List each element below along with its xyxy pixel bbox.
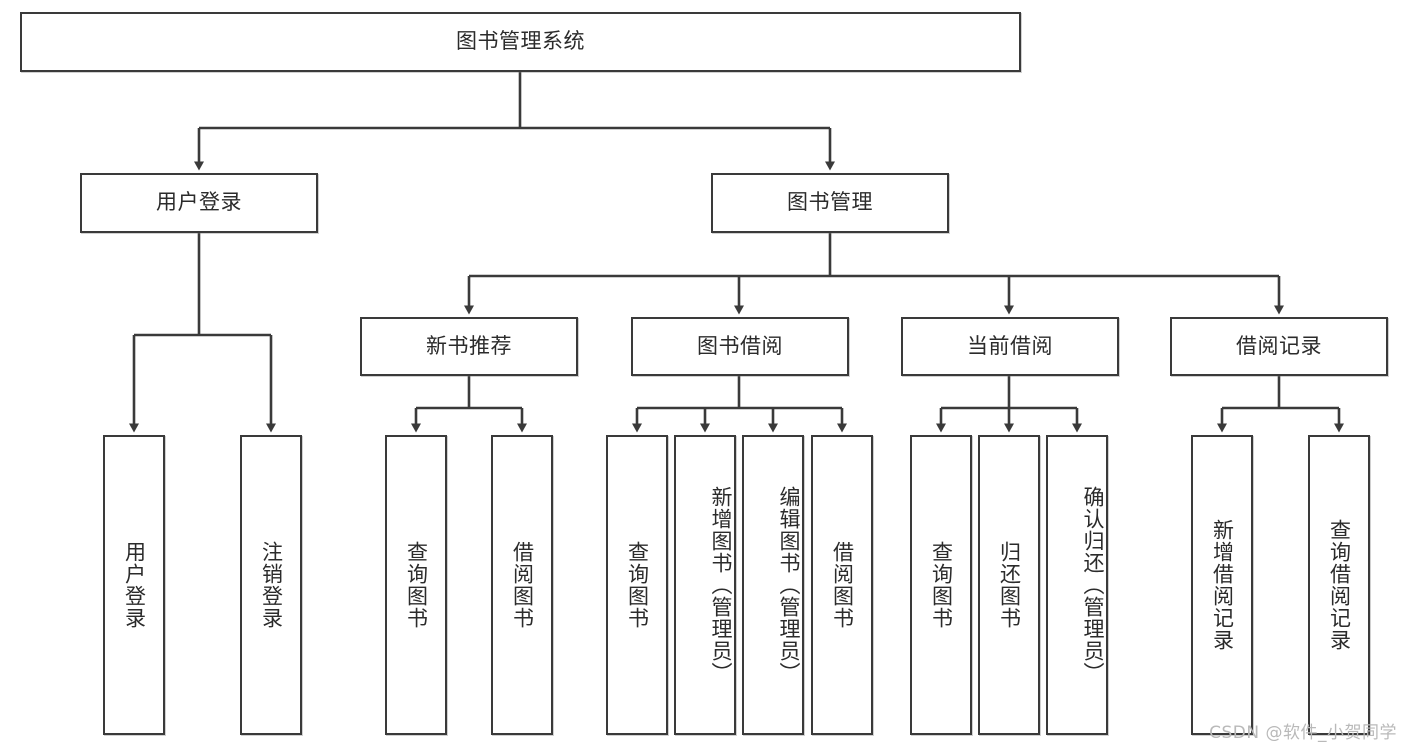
node-label: 归还图书 [997,541,1022,629]
node-book-borrow[interactable]: 图书借阅 [631,317,849,376]
node-new-book-recommend[interactable]: 新书推荐 [360,317,578,376]
csdn-watermark: CSDN @软件_小贺同学 [1209,723,1397,743]
leaf-edit-book-admin[interactable]: 编辑图书（管理员） [742,435,804,735]
leaf-borrow-book[interactable]: 借阅图书 [811,435,873,735]
leaf-query-book-borrow[interactable]: 查询图书 [606,435,668,735]
leaf-user-login[interactable]: 用户登录 [103,435,165,735]
node-label: 确认归还（管理员） [1081,486,1105,684]
leaf-query-book-recommend[interactable]: 查询图书 [385,435,447,735]
leaf-logout-login[interactable]: 注销登录 [240,435,302,735]
node-label: 查询图书 [625,541,650,629]
leaf-query-book-current[interactable]: 查询图书 [910,435,972,735]
node-label: 用户登录 [122,541,147,629]
node-current-borrow[interactable]: 当前借阅 [901,317,1119,376]
leaf-borrow-book-recommend[interactable]: 借阅图书 [491,435,553,735]
node-label: 图书管理系统 [456,29,585,54]
leaf-return-book[interactable]: 归还图书 [978,435,1040,735]
node-label: 借阅图书 [510,541,535,629]
node-label: 借阅记录 [1236,333,1322,358]
node-label: 图书借阅 [697,333,783,358]
node-root-system[interactable]: 图书管理系统 [20,12,1021,72]
node-label: 新书推荐 [426,333,512,358]
node-user-login[interactable]: 用户登录 [80,173,318,233]
node-label: 注销登录 [259,541,284,629]
node-label: 新增图书（管理员） [709,486,733,684]
node-label: 查询借阅记录 [1327,519,1352,651]
leaf-add-book-admin[interactable]: 新增图书（管理员） [674,435,736,735]
node-label: 图书管理 [787,190,873,215]
node-label: 编辑图书（管理员） [777,486,801,684]
leaf-query-borrow-record[interactable]: 查询借阅记录 [1308,435,1370,735]
leaf-confirm-return-admin[interactable]: 确认归还（管理员） [1046,435,1108,735]
leaf-add-borrow-record[interactable]: 新增借阅记录 [1191,435,1253,735]
node-label: 查询图书 [404,541,429,629]
node-label: 用户登录 [156,190,242,215]
node-label: 当前借阅 [967,333,1053,358]
node-label: 借阅图书 [830,541,855,629]
node-book-manage[interactable]: 图书管理 [711,173,949,233]
node-borrow-record[interactable]: 借阅记录 [1170,317,1388,376]
node-label: 查询图书 [929,541,954,629]
node-label: 新增借阅记录 [1210,519,1235,651]
